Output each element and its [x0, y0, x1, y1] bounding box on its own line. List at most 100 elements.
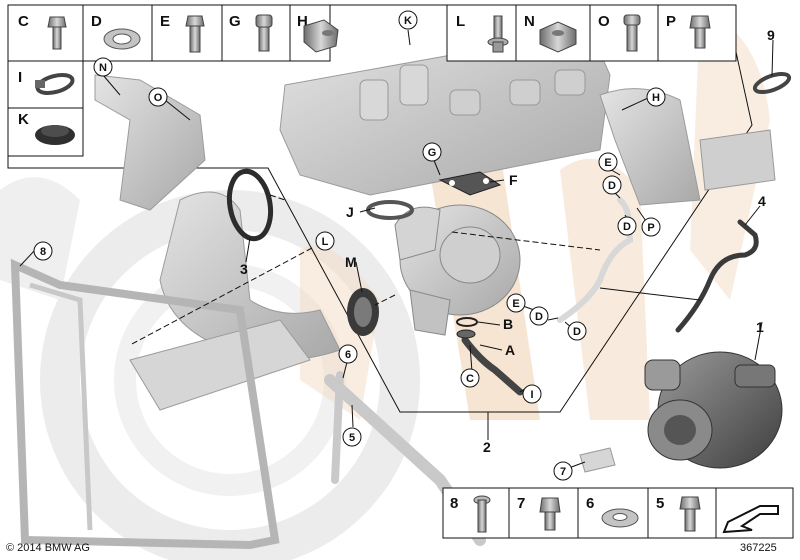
callout-6: 6: [338, 344, 358, 364]
leader-lines: [19, 29, 774, 470]
legend-cell-6: 6: [586, 495, 594, 512]
svg-text:D: D: [535, 311, 543, 323]
legend-cell-c: C: [18, 13, 29, 30]
gasket-ring-3: [226, 168, 274, 242]
callout-d-lower-1: D: [529, 306, 549, 326]
flange-gasket-f: [438, 171, 502, 196]
grommet-k-icon: [35, 125, 75, 145]
legend-cell-7: 7: [517, 495, 525, 512]
turbocharger-part-1: [644, 351, 783, 469]
svg-text:C: C: [466, 373, 474, 385]
callout-h: H: [646, 87, 666, 107]
svg-text:7: 7: [560, 466, 566, 478]
bolt-7-icon: [539, 497, 561, 531]
turbocharger-in-kit: [394, 204, 521, 336]
hollow-bolt-l-icon: [487, 15, 509, 53]
callout-1: 1: [756, 319, 764, 335]
callout-4: 4: [758, 193, 766, 209]
stud-e-icon: [185, 15, 205, 53]
legend-cell-g: G: [229, 13, 241, 30]
bolt-p-icon: [689, 15, 711, 49]
callout-l: L: [315, 231, 335, 251]
legend-cell-o: O: [598, 13, 610, 30]
bolt-o-icon: [623, 14, 641, 52]
svg-text:P: P: [647, 222, 654, 234]
circled-callouts: K N O H G E D D: [33, 10, 666, 481]
legend-cell-l: L: [456, 13, 465, 30]
svg-text:H: H: [652, 92, 660, 104]
svg-text:E: E: [512, 298, 519, 310]
callout-d-upper-2: D: [617, 216, 637, 236]
callout-c: C: [460, 368, 480, 388]
svg-text:6: 6: [345, 349, 351, 361]
legend-cell-e: E: [160, 13, 170, 30]
svg-text:E: E: [604, 157, 611, 169]
radiator-fan-shroud: [10, 258, 280, 550]
legend-cell-n: N: [524, 13, 535, 30]
legend-cell-k: K: [18, 111, 29, 128]
legend-bottom: 8 7 6 5: [442, 487, 794, 539]
dashed-leader-lines: [129, 194, 601, 346]
hose-connector-m: [347, 288, 379, 336]
legend-cell-8: 8: [450, 495, 458, 512]
copyright-text: © 2014 BMW AG: [6, 542, 90, 554]
washer-d-icon: [103, 28, 141, 50]
exhaust-manifold: [279, 29, 611, 196]
callout-7: 7: [553, 461, 573, 481]
callout-p: P: [641, 217, 661, 237]
callout-j: J: [346, 204, 354, 220]
legend-cell-i: I: [18, 69, 22, 86]
hose-clamp-i-icon: [35, 72, 75, 96]
callout-f: F: [509, 172, 518, 188]
callout-m: M: [345, 254, 357, 270]
callout-k: K: [398, 10, 418, 30]
callout-5: 5: [342, 427, 362, 447]
svg-text:5: 5: [349, 432, 355, 444]
legend-cell-h: H: [297, 13, 308, 30]
svg-text:I: I: [530, 389, 533, 401]
callout-a: A: [505, 342, 515, 358]
callout-9: 9: [767, 27, 775, 43]
callout-e-lower: E: [506, 293, 526, 313]
washer-6-icon: [601, 508, 639, 528]
clamp-9: [752, 71, 792, 95]
svg-text:K: K: [404, 15, 412, 27]
intake-air-duct: [129, 191, 341, 411]
svg-text:D: D: [623, 221, 631, 233]
legend-top-right: L N O P: [446, 4, 737, 62]
callout-3: 3: [240, 261, 248, 277]
legend-top-left: C D E G H I K: [7, 4, 339, 157]
bolt-c-icon: [47, 16, 67, 50]
screw-8-icon: [473, 495, 491, 533]
nut-n-icon: [539, 21, 577, 53]
svg-text:N: N: [99, 62, 107, 74]
callout-d-upper-1: D: [602, 175, 622, 195]
callout-g: G: [422, 142, 442, 162]
oil-feed-line-kit: [557, 197, 634, 323]
callout-8: 8: [33, 241, 53, 261]
callout-e-upper: E: [598, 152, 618, 172]
legend-cell-p: P: [666, 13, 676, 30]
callout-i: I: [522, 384, 542, 404]
bolt-5-icon: [679, 496, 701, 532]
svg-text:D: D: [573, 326, 581, 338]
callout-b: B: [503, 316, 513, 332]
diagram-id: 367225: [740, 542, 777, 554]
callout-o: O: [148, 87, 168, 107]
callout-d-lower-2: D: [567, 321, 587, 341]
oil-return-pipe-a: [456, 317, 524, 396]
plain-callouts: F J M B A 3 4 9 1 2: [240, 27, 775, 455]
flange-nut-h-icon: [303, 19, 339, 53]
svg-text:8: 8: [40, 246, 46, 258]
arrow-direction-icon: [722, 505, 779, 534]
svg-text:D: D: [608, 180, 616, 192]
svg-text:L: L: [322, 236, 329, 248]
callout-n: N: [93, 57, 113, 77]
bracket-7: [579, 447, 616, 473]
legend-cell-5: 5: [656, 495, 664, 512]
svg-text:G: G: [428, 147, 437, 159]
oil-feed-line-4: [675, 219, 759, 333]
legend-cell-d: D: [91, 13, 102, 30]
callout-2: 2: [483, 439, 491, 455]
